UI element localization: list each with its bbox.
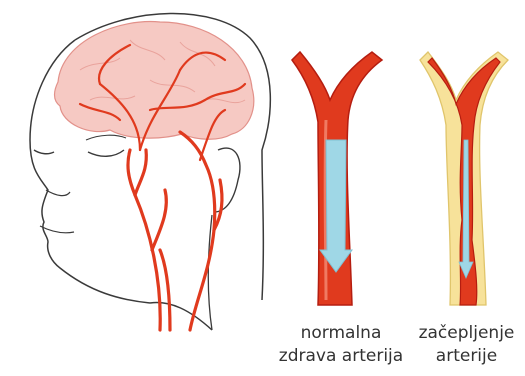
nose (46, 190, 70, 196)
ear (214, 148, 240, 212)
blocked-artery (420, 52, 508, 305)
right-eye (34, 150, 54, 154)
normal-artery (292, 52, 382, 305)
label-blocked-line1: začepljenje (408, 322, 525, 345)
left-eye (88, 150, 124, 156)
label-blocked-artery: začepljenje arterije (408, 322, 525, 368)
brain (55, 22, 254, 140)
neck-arteries (128, 132, 222, 330)
label-normal-artery: normalna zdrava arterija (276, 322, 406, 368)
label-normal-line1: normalna (276, 322, 406, 345)
label-normal-line2: zdrava arterija (276, 345, 406, 368)
head-illustration (30, 13, 270, 330)
label-blocked-line2: arterije (408, 345, 525, 368)
neck-line (208, 215, 212, 330)
mouth (40, 226, 74, 233)
